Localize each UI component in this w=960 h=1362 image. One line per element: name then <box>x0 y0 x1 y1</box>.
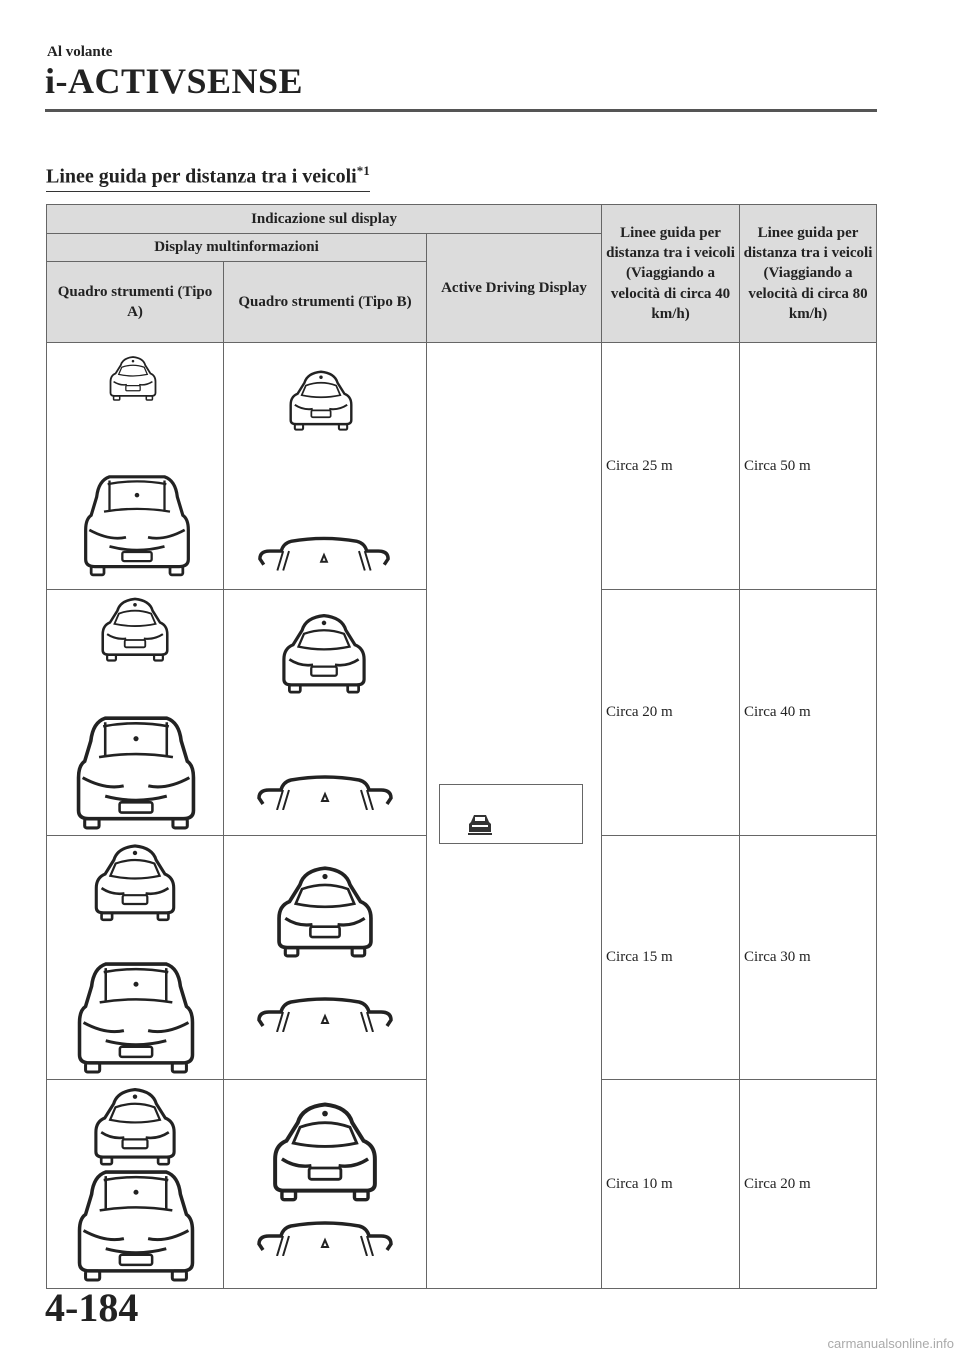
type-a-illustration <box>46 835 224 1080</box>
header-display-indication: Indicazione sul display <box>45 204 603 234</box>
hood-icon <box>257 997 393 1032</box>
guide-40-value: Circa 10 m <box>601 1079 741 1289</box>
guide-40-value: Circa 25 m <box>601 342 741 590</box>
watermark: carmanualsonline.info <box>827 1336 954 1351</box>
type-b-illustration <box>223 1079 427 1289</box>
page-number: 4-184 <box>45 1285 139 1330</box>
table-row: Circa 15 m Circa 30 m <box>46 835 878 1080</box>
table-row: Circa 10 m Circa 20 m <box>46 1079 878 1289</box>
car-rear-icon <box>277 866 373 958</box>
hood-icon <box>258 536 390 571</box>
type-a-illustration <box>46 342 224 590</box>
car-rear-icon <box>94 1087 176 1166</box>
header-cluster-type-b: Quadro strumenti (Tipo B) <box>223 261 427 343</box>
table-title: Linee guida per distanza tra i veicoli*1 <box>46 163 370 192</box>
distance-guide-table: Indicazione sul display Linee guida per … <box>45 204 878 1289</box>
hood-icon <box>257 775 393 810</box>
table-row: Circa 25 m Circa 50 m <box>46 342 878 1289</box>
car-rear-icon <box>273 1102 377 1202</box>
own-car-top-icon <box>83 475 191 577</box>
table-row: Circa 20 m Circa 40 m <box>46 589 878 836</box>
section-label: Al volante <box>47 44 113 60</box>
guide-40-value: Circa 15 m <box>601 835 741 1080</box>
header-rule <box>45 109 877 112</box>
adp-display-box <box>439 784 583 844</box>
header-cluster-type-a: Quadro strumenti (Tipo A) <box>46 261 224 343</box>
car-rear-icon <box>94 844 176 922</box>
car-rear-icon <box>282 614 366 694</box>
table-title-text: Linee guida per distanza tra i veicoli <box>46 165 357 188</box>
footnote-marker: *1 <box>356 163 370 178</box>
type-b-illustration <box>223 342 427 590</box>
header-guide-80: Linee guida per distanza tra i veicoli (… <box>739 204 878 343</box>
type-a-illustration <box>46 1079 224 1289</box>
guide-80-value: Circa 50 m <box>739 342 878 590</box>
type-b-illustration <box>223 835 427 1080</box>
chapter-title: i-ACTIVSENSE <box>45 61 304 101</box>
header-guide-40: Linee guida per distanza tra i veicoli (… <box>601 204 741 343</box>
car-rear-icon <box>109 356 157 401</box>
guide-80-value: Circa 40 m <box>739 589 878 836</box>
header-active-driving-display: Active Driving Display <box>425 233 603 343</box>
own-car-top-icon <box>77 1170 195 1282</box>
own-car-top-icon <box>76 716 196 830</box>
guide-40-value: Circa 20 m <box>601 589 741 836</box>
type-a-illustration <box>46 589 224 836</box>
hood-icon <box>257 1221 393 1256</box>
car-rear-icon <box>101 597 169 662</box>
guide-80-value: Circa 30 m <box>739 835 878 1080</box>
car-rear-icon <box>289 370 353 431</box>
own-car-top-icon <box>77 962 195 1074</box>
adp-cell <box>425 342 603 1289</box>
header-multi-info-display: Display multinformazioni <box>46 233 427 262</box>
guide-80-value: Circa 20 m <box>739 1079 878 1289</box>
type-b-illustration <box>223 589 427 836</box>
adp-vehicle-icon <box>468 815 492 835</box>
